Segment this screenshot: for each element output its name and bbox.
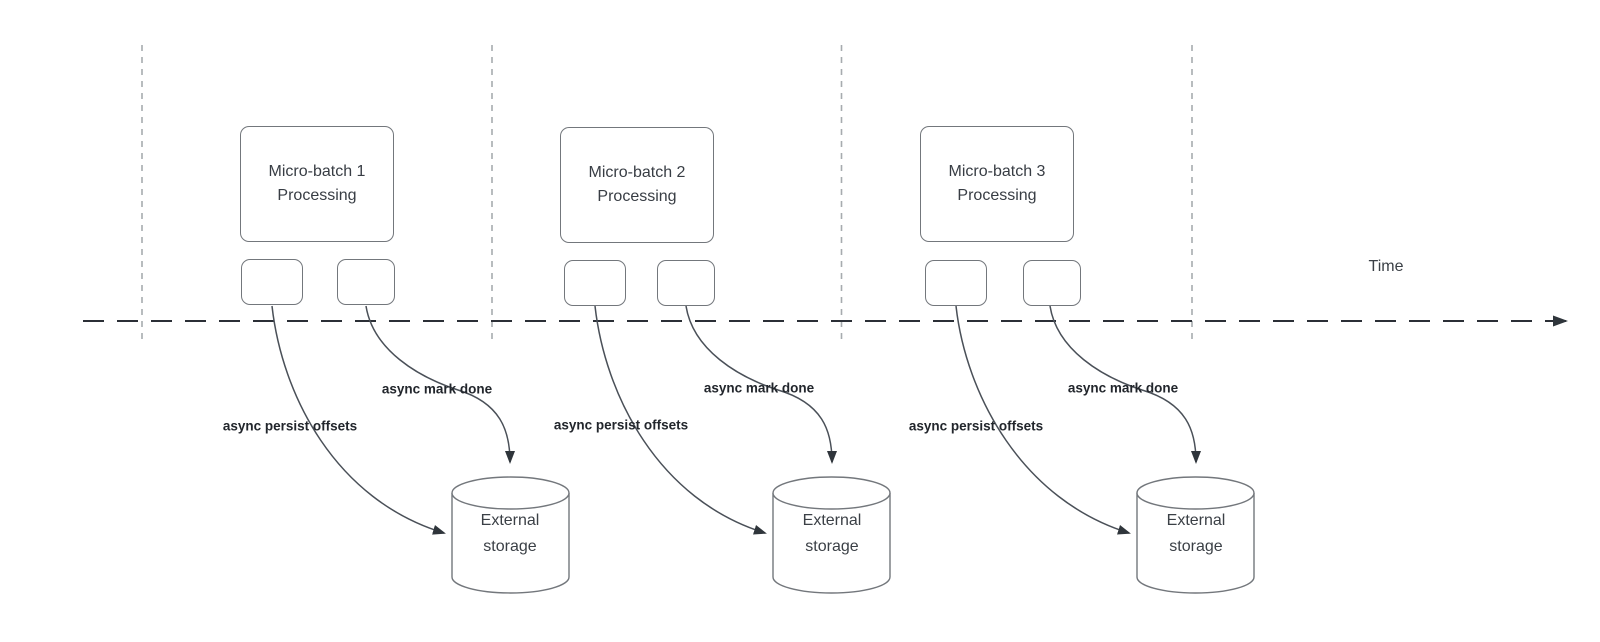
external-storage-cylinder-3	[1136, 476, 1255, 594]
external-storage-text-2-line1: External	[802, 512, 862, 529]
external-storage-cylinder-2	[772, 476, 891, 594]
microbatch-3-processing-box: Micro-batch 3 Processing	[920, 126, 1074, 242]
microbatch-1-title-line2: Processing	[277, 187, 357, 204]
microbatch-2-title-line2: Processing	[597, 188, 677, 205]
microbatch-3-markdone-task-box	[1023, 260, 1081, 306]
mark-done-label-1: async mark done	[381, 381, 493, 397]
persist-offsets-label-1: async persist offsets	[222, 418, 358, 434]
microbatch-2-markdone-task-box	[657, 260, 715, 306]
external-storage-text-2: External storage	[803, 508, 862, 560]
microbatch-1-persist-task-box	[241, 259, 303, 305]
microbatch-3-title-line1: Micro-batch 3	[948, 163, 1046, 180]
time-axis-label: Time	[1368, 258, 1404, 275]
persist-offsets-label-2: async persist offsets	[553, 417, 689, 433]
microbatch-3-persist-task-box	[925, 260, 987, 306]
microbatch-2-title-line1: Micro-batch 2	[588, 164, 686, 181]
mark-done-label-2: async mark done	[703, 380, 815, 396]
persist-offsets-curve-3	[955, 305, 1131, 535]
microbatch-1-processing-box: Micro-batch 1 Processing	[240, 126, 394, 242]
external-storage-text-3-line1: External	[1166, 512, 1226, 529]
mark-done-curve-3	[1049, 305, 1201, 464]
external-storage-text-1: External storage	[481, 508, 540, 560]
microbatch-3-title-line2: Processing	[957, 187, 1037, 204]
external-storage-text-2-line2: storage	[805, 538, 859, 555]
persist-offsets-label-3: async persist offsets	[908, 418, 1044, 434]
mark-done-curve-2	[685, 305, 837, 464]
microbatch-2-processing-box: Micro-batch 2 Processing	[560, 127, 714, 243]
mark-done-curve-1	[365, 305, 515, 464]
external-storage-text-3-line2: storage	[1169, 538, 1223, 555]
external-storage-cylinder-1	[451, 476, 570, 594]
microbatch-2-persist-task-box	[564, 260, 626, 306]
mark-done-label-3: async mark done	[1067, 380, 1179, 396]
microbatch-1-title-line1: Micro-batch 1	[268, 163, 366, 180]
persist-offsets-curve-1	[271, 305, 446, 535]
external-storage-text-3: External storage	[1167, 508, 1226, 560]
persist-offsets-curve-2	[594, 305, 767, 535]
external-storage-text-1-line2: storage	[483, 538, 537, 555]
external-storage-text-1-line1: External	[480, 512, 540, 529]
microbatch-1-markdone-task-box	[337, 259, 395, 305]
